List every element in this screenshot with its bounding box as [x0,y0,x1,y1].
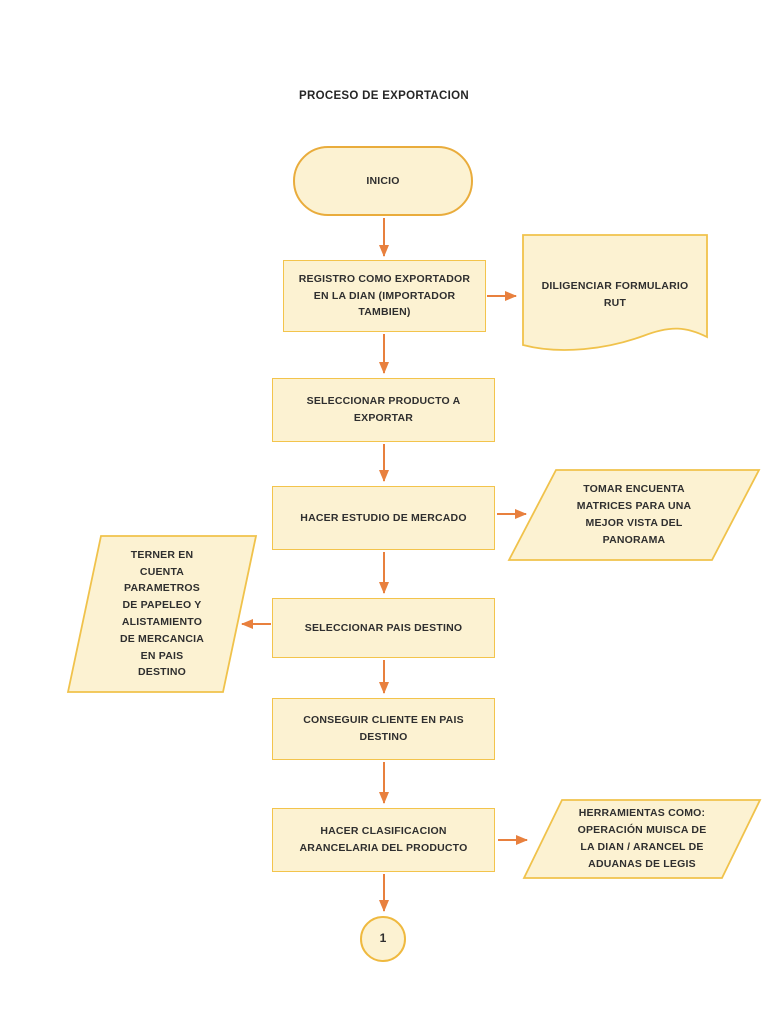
node-producto: SELECCIONAR PRODUCTO A EXPORTAR [272,378,495,442]
data-parallelogram [507,469,761,561]
node-matrices: TOMAR ENCUENTA MATRICES PARA UNA MEJOR V… [505,466,763,564]
node-cliente: CONSEGUIR CLIENTE EN PAIS DESTINO [272,698,495,760]
node-pais-destino: SELECCIONAR PAIS DESTINO [272,598,495,658]
node-offpage-connector: 1 [360,916,406,962]
node-clasificacion: HACER CLASIFICACION ARANCELARIA DEL PROD… [272,808,495,872]
node-parametros: TERNER EN CUENTA PARAMETROS DE PAPELEO Y… [64,532,260,696]
node-matrices-label: TOMAR ENCUENTA MATRICES PARA UNA MEJOR V… [576,483,692,546]
data-parallelogram [522,799,762,879]
node-estudio-mercado: HACER ESTUDIO DE MERCADO [272,486,495,550]
node-producto-label: SELECCIONAR PRODUCTO A EXPORTAR [306,395,461,424]
data-parallelogram [66,535,258,693]
node-estudio-mercado-label: HACER ESTUDIO DE MERCADO [300,511,467,524]
node-inicio-label: INICIO [366,174,400,187]
node-herramientas: HERRAMIENTAS COMO: OPERACIÓN MUISCA DE L… [518,796,766,882]
node-pais-destino-label: SELECCIONAR PAIS DESTINO [304,621,463,634]
node-registro: REGISTRO COMO EXPORTADOR EN LA DIAN (IMP… [283,260,486,332]
node-clasificacion-label: HACER CLASIFICACION ARANCELARIA DEL PROD… [299,825,468,854]
node-inicio: INICIO [293,146,473,216]
node-formulario-rut: DILIGENCIAR FORMULARIO RUT [521,233,709,357]
node-registro-label: REGISTRO COMO EXPORTADOR EN LA DIAN (IMP… [298,272,471,319]
document-shape [522,234,708,351]
node-cliente-label: CONSEGUIR CLIENTE EN PAIS DESTINO [303,714,464,743]
node-herramientas-label: HERRAMIENTAS COMO: OPERACIÓN MUISCA DE L… [577,807,707,870]
node-formulario-rut-label: DILIGENCIAR FORMULARIO RUT [541,280,689,309]
node-parametros-label: TERNER EN CUENTA PARAMETROS DE PAPELEO Y… [119,548,205,679]
page-title: PROCESO DE EXPORTACION [299,90,469,102]
node-offpage-connector-label: 1 [379,931,387,946]
